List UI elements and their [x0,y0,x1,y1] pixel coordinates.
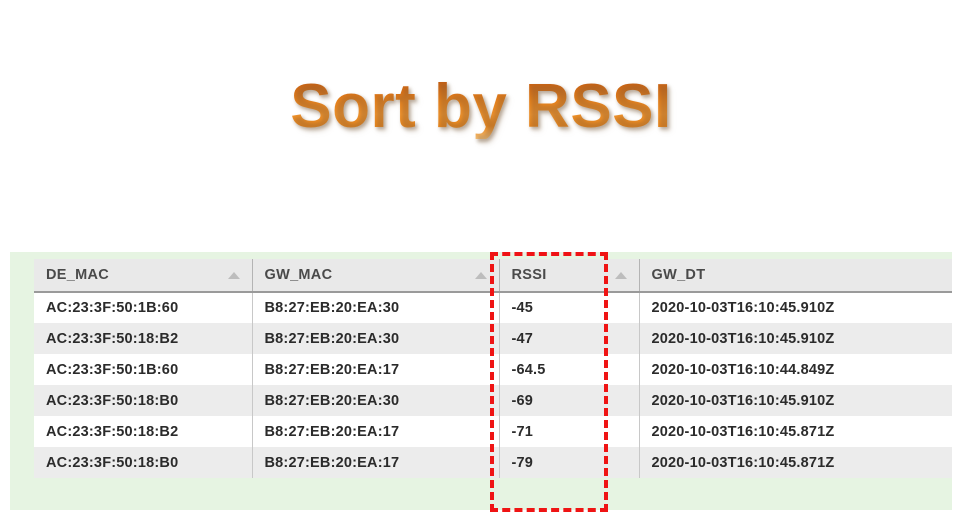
cell-gw-dt: 2020-10-03T16:10:45.910Z [639,323,952,354]
sort-ascending-icon[interactable] [474,272,487,279]
cell-rssi: -79 [499,447,640,478]
cell-gw-mac: B8:27:EB:20:EA:17 [252,416,500,447]
cell-de-mac: AC:23:3F:50:1B:60 [34,354,253,385]
cell-gw-dt: 2020-10-03T16:10:45.871Z [639,447,952,478]
cell-gw-mac: B8:27:EB:20:EA:30 [252,292,500,323]
column-header-de-mac[interactable]: DE_MAC [34,259,253,293]
cell-gw-mac: B8:27:EB:20:EA:30 [252,323,500,354]
cell-rssi: -69 [499,385,640,416]
page-title: Sort by RSSI [0,73,962,138]
cell-de-mac: AC:23:3F:50:18:B2 [34,323,253,354]
column-header-rssi[interactable]: RSSI [499,259,640,293]
column-header-gw-dt[interactable]: GW_DT [639,259,952,293]
cell-gw-mac: B8:27:EB:20:EA:30 [252,385,500,416]
rssi-data-table: DE_MAC GW_MAC RSSI GW_DT AC:23:3F:50:1B:… [34,259,952,478]
cell-de-mac: AC:23:3F:50:18:B0 [34,385,253,416]
cell-de-mac: AC:23:3F:50:18:B0 [34,447,253,478]
column-header-gw-dt-label: GW_DT [651,267,706,283]
cell-gw-dt: 2020-10-03T16:10:45.871Z [639,416,952,447]
cell-gw-dt: 2020-10-03T16:10:45.910Z [639,292,952,323]
cell-de-mac: AC:23:3F:50:18:B2 [34,416,253,447]
sort-ascending-icon[interactable] [614,272,627,279]
cell-rssi: -45 [499,292,640,323]
column-header-rssi-label: RSSI [511,267,547,283]
table-header-row: DE_MAC GW_MAC RSSI GW_DT [34,259,952,293]
table-header: DE_MAC GW_MAC RSSI GW_DT [34,259,952,293]
cell-gw-dt: 2020-10-03T16:10:45.910Z [639,385,952,416]
cell-gw-mac: B8:27:EB:20:EA:17 [252,447,500,478]
column-header-de-mac-label: DE_MAC [46,267,110,283]
sort-ascending-icon[interactable] [227,272,240,279]
cell-de-mac: AC:23:3F:50:1B:60 [34,292,253,323]
cell-rssi: -47 [499,323,640,354]
cell-rssi: -71 [499,416,640,447]
cell-gw-mac: B8:27:EB:20:EA:17 [252,354,500,385]
cell-gw-dt: 2020-10-03T16:10:44.849Z [639,354,952,385]
column-header-gw-mac-label: GW_MAC [264,267,333,283]
column-header-gw-mac[interactable]: GW_MAC [252,259,500,293]
cell-rssi: -64.5 [499,354,640,385]
